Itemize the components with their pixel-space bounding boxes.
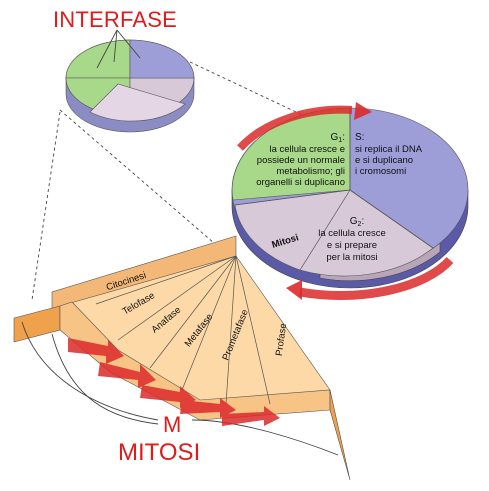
phase-label-profase: Profase (274, 323, 289, 357)
g1-label-block: G1: la cellula cresce e possiede un norm… (256, 132, 345, 188)
g1-line-4: organelli si duplicano (256, 177, 345, 188)
m-phase-letter: M (163, 412, 182, 437)
s-label-block: S: si replica il DNA e si duplicano i cr… (355, 132, 423, 177)
interfase-title: INTERFASE (53, 7, 178, 32)
interfase-pointer-lines (96, 29, 141, 69)
g2-label-block: G2: la cellula cresce e si prepare per l… (318, 216, 386, 263)
s-line-3: i cromosomi (355, 166, 406, 177)
g2-line-2: e si prepare (327, 240, 377, 251)
g1-heading: G1: (331, 132, 345, 144)
m-label-arcs (21, 321, 339, 456)
s-heading: S: (355, 132, 364, 143)
g2-line-1: la cellula cresce (318, 228, 386, 239)
g1-line-3: metabolismo; gli (276, 166, 345, 177)
g1-line-2: possiede un normale (257, 155, 345, 166)
s-line-1: si replica il DNA (355, 144, 423, 155)
mitosi-title: MITOSI (118, 439, 201, 466)
g1-line-1: la cellula cresce e (269, 144, 345, 155)
small-interfase-pie (65, 39, 195, 133)
mitosis-red-arrows (68, 338, 280, 426)
s-line-2: e si duplicano (355, 155, 413, 166)
g2-line-3: per la mitosi (326, 252, 377, 263)
big-interfase-pie (231, 107, 469, 289)
red-cycle-arrow-top (237, 102, 372, 151)
red-cycle-arrow-bottom (286, 256, 454, 300)
g2-heading: G2: (350, 216, 364, 228)
